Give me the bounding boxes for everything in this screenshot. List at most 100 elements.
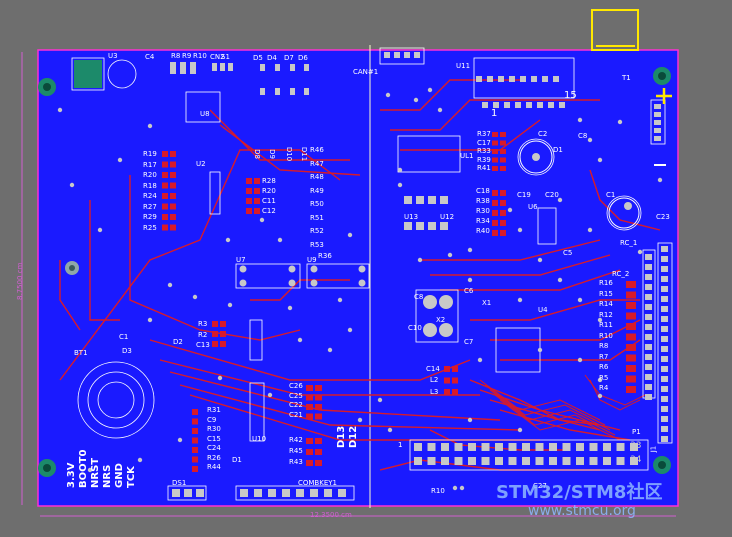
board-outline — [37, 49, 679, 507]
header-pin — [576, 443, 584, 451]
via — [267, 392, 273, 398]
label-t1: T1 — [622, 74, 631, 82]
via — [347, 327, 353, 333]
label-d2: D2 — [173, 338, 183, 346]
smd-pad — [162, 172, 168, 178]
header-pin — [240, 489, 248, 497]
label-c7: C7 — [464, 338, 474, 346]
header-pin — [661, 346, 668, 352]
header-pin — [384, 52, 390, 58]
header-pin — [645, 374, 652, 380]
via — [507, 207, 513, 213]
label-d-top-3: D6 — [298, 54, 308, 62]
smd-pad — [212, 321, 218, 327]
smd-pad — [162, 224, 168, 231]
smd-pad — [306, 394, 313, 401]
smd-pad — [492, 190, 498, 196]
header-pin — [645, 394, 652, 400]
r-stack-item: R4 — [599, 384, 609, 392]
via — [69, 182, 75, 188]
label-u11: U11 — [456, 62, 471, 70]
smd-pad — [444, 366, 450, 372]
via — [417, 257, 423, 263]
th-pad — [416, 196, 424, 204]
io-label: BOOT0 — [78, 449, 89, 488]
header-pin — [645, 324, 652, 330]
smd-pad — [492, 132, 498, 137]
smd-pad — [500, 140, 506, 146]
header-pin — [661, 326, 668, 332]
c18-block-item: R34 — [476, 217, 490, 225]
left-res-item: R27 — [143, 202, 157, 211]
label-pin1: 1 — [491, 108, 498, 119]
smd-pad — [254, 178, 260, 184]
header-pin — [661, 266, 668, 272]
header-pin — [661, 336, 668, 342]
label-d1: D1 — [553, 146, 563, 154]
smd-pad — [492, 230, 498, 236]
label-c23: C23 — [656, 213, 670, 221]
smd-pad — [500, 220, 506, 226]
label-c19: C19 — [517, 191, 531, 199]
smd-pad — [170, 203, 176, 210]
th-pad — [220, 63, 225, 71]
header-pin — [454, 443, 463, 451]
label-c1b: C1 — [119, 333, 129, 341]
via — [657, 177, 663, 183]
via — [452, 485, 458, 491]
label-pin33: 33 — [630, 441, 642, 451]
label-s1: S1 — [221, 53, 230, 61]
th-pad — [476, 76, 482, 82]
th-pad — [440, 196, 448, 204]
via — [327, 347, 333, 353]
label-pin34: 34 — [630, 455, 642, 465]
col-a-item: C15 — [207, 434, 221, 443]
label-c1: C1 — [606, 191, 616, 199]
smd-pad — [192, 456, 198, 463]
via — [517, 427, 523, 433]
header-pin — [495, 443, 503, 451]
header-pin — [661, 436, 668, 442]
col-a-item: R44 — [207, 463, 221, 471]
header-pin — [196, 489, 204, 497]
header-pin — [616, 443, 625, 451]
r-top-right-item: R33 — [477, 147, 491, 155]
th-pad — [404, 222, 412, 230]
smd-pad — [246, 178, 252, 184]
mid-res-item: R28 — [262, 177, 276, 185]
col-b-item: C25 — [289, 391, 303, 400]
smd-pad — [500, 157, 506, 163]
smd-pad — [170, 172, 176, 178]
smd-pad — [254, 198, 260, 204]
col-a-item: R26 — [207, 453, 221, 462]
header-pin — [441, 443, 449, 451]
label-u10: U10 — [252, 435, 267, 443]
label-c14: C14 — [426, 365, 440, 373]
th-pad — [170, 62, 176, 74]
smd-pad — [626, 281, 636, 288]
via — [447, 252, 453, 258]
header-pin — [394, 52, 400, 58]
header-pin — [468, 457, 476, 465]
label-d3: D3 — [122, 347, 132, 355]
header-pin — [645, 334, 652, 340]
smd-pad — [626, 375, 636, 383]
th-pad — [526, 102, 532, 108]
smd-pad — [500, 210, 506, 216]
header-pin — [508, 457, 517, 465]
label-c5: C5 — [563, 249, 573, 257]
th-pad — [404, 196, 412, 204]
via — [97, 227, 103, 233]
th-pad — [304, 88, 309, 95]
watermark-url: www.stmcu.org — [528, 503, 636, 519]
header-pin — [661, 276, 668, 282]
io-label: GND — [114, 463, 125, 488]
left-res-item: R19 — [143, 150, 157, 158]
header-pin — [310, 489, 318, 497]
label-r36: R36 — [318, 252, 332, 260]
th-pad — [310, 279, 318, 287]
header-pin — [661, 426, 668, 432]
via — [413, 97, 419, 103]
r-stack-item: R14 — [599, 300, 613, 308]
th-pad — [520, 76, 526, 82]
